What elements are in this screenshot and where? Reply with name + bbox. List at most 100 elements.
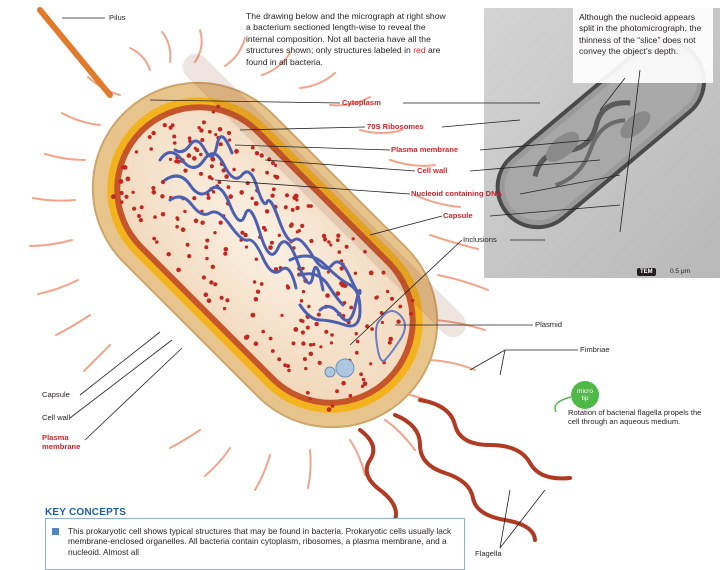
ribosome-dot bbox=[211, 177, 214, 180]
ribosome-dot bbox=[336, 238, 340, 242]
ribosome-dot bbox=[381, 321, 384, 324]
ribosome-dot bbox=[213, 231, 216, 234]
ribosome-dot bbox=[148, 135, 152, 139]
micrograph-note: Although the nucleoid appears split in t… bbox=[579, 12, 709, 58]
ribosome-dot bbox=[195, 148, 199, 152]
ribosome-dot bbox=[300, 224, 304, 228]
ribosome-dot bbox=[336, 234, 340, 238]
ribosome-dot bbox=[124, 195, 128, 199]
ribosome-dot bbox=[307, 305, 310, 308]
label-cytoplasm: Cytoplasm bbox=[342, 98, 381, 107]
ribosome-dot bbox=[304, 367, 307, 370]
ribosome-dot bbox=[200, 138, 204, 142]
ribosome-dot bbox=[329, 243, 332, 246]
ribosome-dot bbox=[264, 228, 267, 231]
ribosome-dot bbox=[398, 305, 402, 309]
intro-text: The drawing below and the micrograph at … bbox=[246, 11, 446, 68]
ribosome-dot bbox=[303, 357, 307, 361]
ribosome-dot bbox=[225, 298, 229, 302]
ribosome-dot bbox=[283, 363, 287, 367]
scale-bar-label: 0.5 μm bbox=[670, 268, 690, 275]
ribosome-dot bbox=[204, 293, 209, 298]
ribosome-dot bbox=[172, 135, 176, 139]
ribosome-dot bbox=[388, 337, 393, 342]
ribosome-dot bbox=[140, 205, 144, 209]
ribosome-dot bbox=[292, 341, 296, 345]
ribosome-dot bbox=[359, 372, 363, 376]
ribosome-dot bbox=[256, 290, 260, 294]
ribosome-dot bbox=[277, 357, 281, 361]
ribosome-dot bbox=[167, 252, 171, 256]
ribosome-dot bbox=[309, 343, 313, 347]
ribosome-dot bbox=[355, 351, 359, 355]
ribosome-dot bbox=[175, 225, 179, 229]
ribosome-dot bbox=[319, 345, 322, 348]
ribosome-dot bbox=[260, 282, 264, 286]
ribosome-dot bbox=[212, 190, 215, 193]
ribosome-dot bbox=[120, 200, 124, 204]
ribosome-dot bbox=[355, 332, 358, 335]
ribosome-dot bbox=[186, 243, 190, 247]
ribosome-dot bbox=[331, 404, 335, 408]
ribosome-dot bbox=[192, 196, 196, 200]
ribosome-dot bbox=[280, 314, 283, 317]
label-capsule: Capsule bbox=[443, 211, 473, 220]
ribosome-dot bbox=[271, 194, 275, 198]
ribosome-dot bbox=[160, 194, 164, 198]
label-inclusions: Inclusions bbox=[463, 235, 497, 244]
ribosome-dot bbox=[349, 394, 353, 398]
ribosome-dot bbox=[175, 216, 179, 220]
label-capsule-left: Capsule bbox=[42, 390, 70, 399]
ribosome-dot bbox=[278, 234, 281, 237]
ribosome-dot bbox=[349, 306, 353, 310]
label-ribosomes: 70S Ribosomes bbox=[367, 122, 424, 131]
ribosome-dot bbox=[261, 330, 265, 334]
ribosome-dot bbox=[161, 212, 165, 216]
ribosome-dot bbox=[207, 298, 212, 303]
ribosome-dot bbox=[255, 151, 259, 155]
ribosome-dot bbox=[218, 180, 222, 184]
bullet-icon bbox=[52, 528, 59, 535]
ribosome-dot bbox=[151, 131, 155, 135]
ribosome-dot bbox=[253, 280, 256, 283]
ribosome-dot bbox=[192, 156, 197, 161]
ribosome-dot bbox=[369, 362, 372, 365]
ribosome-dot bbox=[213, 282, 217, 286]
ribosome-dot bbox=[251, 168, 254, 171]
ribosome-dot bbox=[139, 218, 143, 222]
ribosome-dot bbox=[318, 361, 322, 365]
ribosome-dot bbox=[265, 209, 269, 213]
label-flagella: Flagella bbox=[475, 549, 502, 558]
ribosome-dot bbox=[272, 187, 276, 191]
ribosome-dot bbox=[153, 215, 157, 219]
ribosome-dot bbox=[330, 333, 334, 337]
ribosome-dot bbox=[273, 175, 276, 178]
ribosome-dot bbox=[187, 254, 191, 258]
ribosome-dot bbox=[202, 275, 206, 279]
ribosome-dot bbox=[234, 149, 239, 154]
ribosome-dot bbox=[183, 210, 186, 213]
ribosome-dot bbox=[374, 296, 378, 300]
ribosome-dot bbox=[356, 340, 360, 344]
ribosome-dot bbox=[169, 158, 172, 161]
ribosome-dot bbox=[173, 141, 177, 145]
red-word: red bbox=[413, 45, 425, 55]
key-concepts-title: KEY CONCEPTS bbox=[45, 507, 126, 518]
ribosome-dot bbox=[324, 330, 328, 334]
ribosome-dot bbox=[354, 272, 357, 275]
ribosome-dot bbox=[220, 296, 224, 300]
ribosome-dot bbox=[254, 341, 259, 346]
ribosome-dot bbox=[246, 181, 250, 185]
ribosome-dot bbox=[293, 327, 298, 332]
ribosome-dot bbox=[119, 179, 124, 184]
ribosome-dot bbox=[207, 196, 211, 200]
ribosome-dot bbox=[224, 174, 229, 179]
ribosome-dot bbox=[323, 237, 327, 241]
ribosome-dot bbox=[386, 290, 389, 293]
ribosome-dot bbox=[291, 208, 295, 212]
label-pilus: Pilus bbox=[109, 13, 125, 22]
ribosome-dot bbox=[327, 240, 331, 244]
pilus-drawing bbox=[40, 10, 110, 95]
ribosome-dot bbox=[254, 297, 259, 302]
